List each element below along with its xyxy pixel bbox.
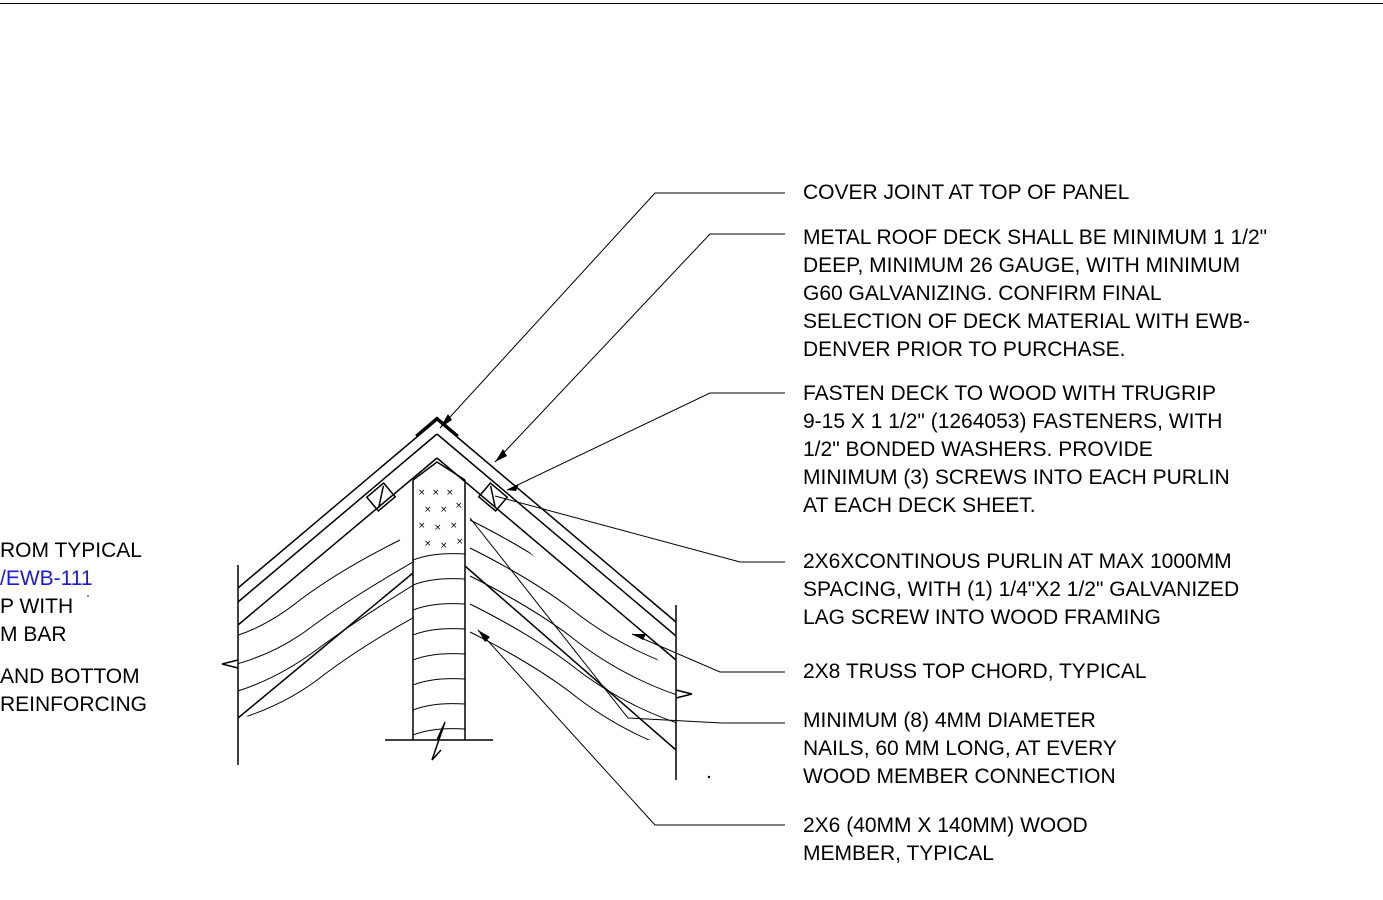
svg-text:×: × xyxy=(456,537,464,547)
leader-lines xyxy=(439,192,785,826)
svg-text:×: × xyxy=(424,505,432,515)
left-note-line: AND BOTTOM xyxy=(0,665,140,688)
note-line: METAL ROOF DECK SHALL BE MINIMUM 1 1/2" xyxy=(803,226,1268,249)
note-line: FASTEN DECK TO WOOD WITH TRUGRIP xyxy=(803,382,1217,405)
wood-post xyxy=(412,480,466,740)
svg-text:×: × xyxy=(446,488,454,498)
purlin-left xyxy=(365,481,397,513)
note-line: 1/2" BONDED WASHERS. PROVIDE xyxy=(803,438,1153,461)
note-line: MINIMUM (8) 4MM DIAMETER xyxy=(803,709,1096,732)
svg-text:×: × xyxy=(450,521,458,531)
purlin-right xyxy=(477,481,509,513)
svg-text:×: × xyxy=(434,523,442,533)
ridge-cover-cap xyxy=(415,416,459,437)
svg-text:×: × xyxy=(424,539,432,549)
note-line: MEMBER, TYPICAL xyxy=(803,842,994,865)
svg-text:×: × xyxy=(455,501,463,511)
svg-text:×: × xyxy=(418,488,426,498)
svg-text:×: × xyxy=(440,541,448,551)
note-line: 2X6 (40MM X 140MM) WOOD xyxy=(803,814,1088,837)
note-line: SPACING, WITH (1) 1/4"X2 1/2" GALVANIZED xyxy=(803,578,1240,601)
note-line: WOOD MEMBER CONNECTION xyxy=(803,765,1116,788)
note-line: AT EACH DECK SHEET. xyxy=(803,494,1036,517)
left-note-line: M BAR xyxy=(0,623,67,646)
left-note-line: P WITH xyxy=(0,595,74,618)
note-line: 9-15 X 1 1/2" (1264053) FASTENERS, WITH xyxy=(803,410,1223,433)
note-nails: MINIMUM (8) 4MM DIAMETER NAILS, 60 MM LO… xyxy=(803,707,1117,791)
note-line: DEEP, MINIMUM 26 GAUGE, WITH MINIMUM xyxy=(803,254,1241,277)
note-line: NAILS, 60 MM LONG, AT EVERY xyxy=(803,737,1117,760)
note-metal-roof-deck: METAL ROOF DECK SHALL BE MINIMUM 1 1/2" … xyxy=(803,224,1267,364)
note-wood-member: 2X6 (40MM X 140MM) WOOD MEMBER, TYPICAL xyxy=(803,812,1088,868)
drawing-reference-link[interactable]: /EWB-111 xyxy=(0,567,93,590)
note-fasten-deck: FASTEN DECK TO WOOD WITH TRUGRIP 9-15 X … xyxy=(803,380,1230,520)
note-line: 2X8 TRUSS TOP CHORD, TYPICAL xyxy=(803,660,1147,683)
nail-markers: ××× ××× ××× ××× xyxy=(418,488,464,551)
note-line: LAG SCREW INTO WOOD FRAMING xyxy=(803,606,1161,629)
left-partial-note: ROM TYPICAL /EWB-111 P WITH M BAR AND BO… xyxy=(0,537,147,719)
truss-top-chord-left xyxy=(237,572,414,719)
svg-text:×: × xyxy=(432,488,440,498)
wood-grain-left xyxy=(238,539,414,725)
leader-arrowheads xyxy=(440,414,646,642)
wood-grain-post xyxy=(413,553,465,736)
note-line: DENVER PRIOR TO PURCHASE. xyxy=(803,338,1126,361)
note-cover-joint: COVER JOINT AT TOP OF PANEL xyxy=(803,179,1129,207)
note-line: 2X6XCONTINOUS PURLIN AT MAX 1000MM xyxy=(803,550,1232,573)
roof-deck-right xyxy=(436,419,677,623)
svg-text:×: × xyxy=(440,505,448,515)
note-purlin: 2X6XCONTINOUS PURLIN AT MAX 1000MM SPACI… xyxy=(803,548,1239,632)
left-note-line: ROM TYPICAL xyxy=(0,539,142,562)
svg-text:×: × xyxy=(418,521,426,531)
left-note-line: REINFORCING xyxy=(0,693,147,716)
note-line: MINIMUM (3) SCREWS INTO EACH PURLIN xyxy=(803,466,1230,489)
note-line: SELECTION OF DECK MATERIAL WITH EWB- xyxy=(803,310,1250,333)
note-line: COVER JOINT AT TOP OF PANEL xyxy=(803,181,1130,204)
note-line: G60 GALVANIZING. CONFIRM FINAL xyxy=(803,282,1162,305)
roof-deck-left xyxy=(237,419,438,589)
sheet-border-top xyxy=(0,3,1383,4)
note-truss-top-chord: 2X8 TRUSS TOP CHORD, TYPICAL xyxy=(803,658,1147,686)
truss-top-chord-right xyxy=(464,565,677,751)
